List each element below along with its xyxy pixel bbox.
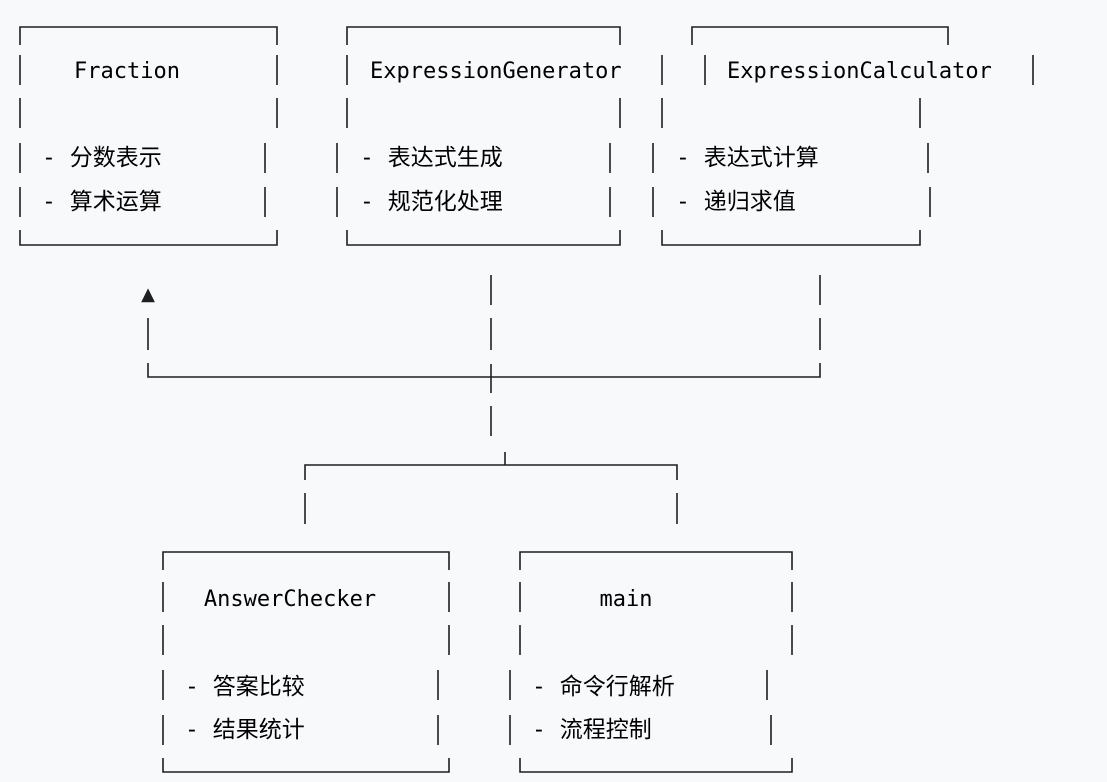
expression-generator-item-1: - 表达式生成 xyxy=(360,145,503,171)
fraction-box-frame xyxy=(19,26,278,246)
fraction-module-box: Fraction - 分数表示 - 算术运算 xyxy=(19,26,278,246)
expression-generator-module-box: ExpressionGenerator - 表达式生成 - 规范化处理 xyxy=(336,26,663,246)
expression-calculator-module-box: ExpressionCalculator - 表达式计算 - 递归求值 xyxy=(652,26,1034,246)
expression-generator-title: ExpressionGenerator xyxy=(370,59,622,84)
answer-checker-box-frame xyxy=(162,551,450,773)
main-item-2: - 流程控制 xyxy=(532,717,652,743)
answer-checker-item-2: - 结果统计 xyxy=(185,717,305,743)
expression-calculator-box-frame xyxy=(652,26,1034,246)
expression-generator-item-2: - 规范化处理 xyxy=(360,189,503,215)
expression-calculator-title: ExpressionCalculator xyxy=(727,59,992,84)
main-module-box: main - 命令行解析 - 流程控制 xyxy=(509,551,793,773)
arrow-head-icon: ▲ xyxy=(141,284,155,305)
fraction-item-1: - 分数表示 xyxy=(42,145,162,171)
main-box-frame xyxy=(509,551,793,773)
expression-generator-box-frame xyxy=(336,26,621,246)
main-item-1: - 命令行解析 xyxy=(532,674,675,700)
lower-horizontal-bus xyxy=(304,464,678,480)
fraction-title: Fraction xyxy=(74,59,180,84)
answer-checker-item-1: - 答案比较 xyxy=(185,674,305,700)
lower-connectors xyxy=(304,452,678,524)
answer-checker-title: AnswerChecker xyxy=(204,587,376,612)
main-title: main xyxy=(600,587,653,612)
expression-calculator-item-2: - 递归求值 xyxy=(676,189,796,215)
upper-connectors: ▲ xyxy=(141,275,821,436)
fraction-item-2: - 算术运算 xyxy=(42,189,162,215)
upper-horizontal-bus xyxy=(147,363,821,378)
expression-calculator-item-1: - 表达式计算 xyxy=(676,145,819,171)
answer-checker-module-box: AnswerChecker - 答案比较 - 结果统计 xyxy=(162,551,450,773)
